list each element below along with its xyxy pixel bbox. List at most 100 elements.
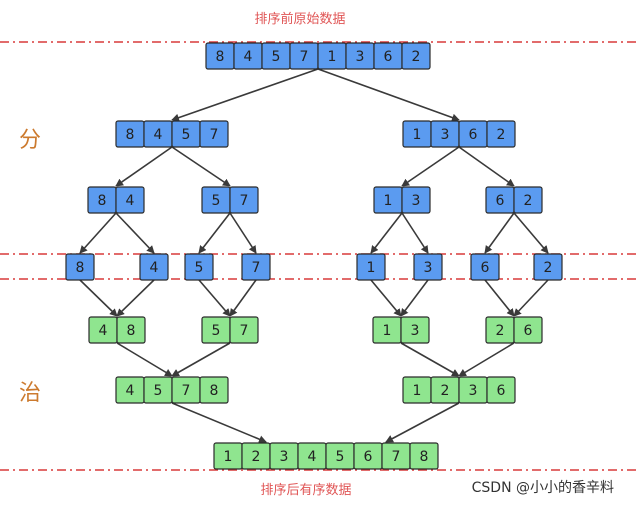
number-cell: 2 (485, 316, 515, 344)
number-cell-value: 6 (524, 323, 533, 339)
number-cell: 3 (413, 253, 443, 281)
number-cell: 6 (373, 42, 403, 70)
number-cell: 6 (486, 376, 516, 404)
flow-arrow (171, 402, 267, 444)
number-cell-box (401, 186, 431, 214)
number-cell: 3 (458, 376, 488, 404)
number-cell-value: 5 (272, 49, 281, 65)
number-cell: 2 (430, 376, 460, 404)
number-cell-value: 6 (481, 260, 490, 276)
number-cell-box (486, 120, 516, 148)
number-cell: 1 (402, 376, 432, 404)
flow-arrow (115, 146, 173, 187)
number-cell-box (115, 186, 145, 214)
number-cell: 1 (402, 120, 432, 148)
number-cell-value: 5 (212, 323, 221, 339)
flow-arrow (400, 279, 429, 317)
flow-arrow (401, 146, 460, 187)
number-cell-value: 3 (424, 260, 433, 276)
number-cell: 4 (233, 42, 263, 70)
number-cell-value: 4 (126, 193, 135, 209)
number-cell-value: 3 (441, 127, 450, 143)
number-cell-value: 3 (412, 193, 421, 209)
number-cell-value: 4 (99, 323, 108, 339)
number-cell-value: 8 (210, 383, 219, 399)
number-cell-value: 5 (336, 449, 345, 465)
number-cell-value: 2 (524, 193, 533, 209)
number-cell-box (199, 376, 229, 404)
number-cell-value: 8 (420, 449, 429, 465)
number-cell: 8 (409, 442, 439, 470)
number-cell-value: 7 (240, 193, 249, 209)
number-cell-box (413, 253, 443, 281)
number-cell-value: 2 (412, 49, 421, 65)
number-cell: 6 (353, 442, 383, 470)
number-cell-box (229, 316, 259, 344)
number-cell-box (400, 316, 430, 344)
number-cell-value: 8 (76, 260, 85, 276)
number-cell-value: 8 (127, 323, 136, 339)
flow-arrow (198, 279, 231, 317)
number-cell-box (513, 316, 543, 344)
flow-arrow (513, 212, 549, 254)
number-cell-box (116, 316, 146, 344)
number-cell-value: 3 (469, 383, 478, 399)
number-cell-value: 6 (364, 449, 373, 465)
flow-arrow (79, 212, 117, 254)
number-cell-value: 7 (182, 383, 191, 399)
number-cell: 1 (372, 316, 402, 344)
number-cell-box (470, 253, 500, 281)
flow-arrow (484, 279, 515, 317)
flow-arrow (458, 342, 515, 377)
flow-arrow (385, 402, 460, 443)
number-cell-value: 7 (210, 127, 219, 143)
flow-arrow (484, 212, 515, 254)
number-cell: 1 (213, 442, 243, 470)
flow-arrow (116, 342, 173, 377)
number-cell-value: 2 (441, 383, 450, 399)
number-cell: 5 (261, 42, 291, 70)
number-cell: 4 (88, 316, 118, 344)
flow-arrow (229, 279, 257, 317)
number-cell: 8 (115, 120, 145, 148)
number-cell-value: 1 (413, 127, 422, 143)
number-cell-value: 6 (497, 383, 506, 399)
number-cell-value: 8 (216, 49, 225, 65)
number-cell: 5 (325, 442, 355, 470)
arrows-layer (79, 68, 549, 444)
number-cell-value: 5 (182, 127, 191, 143)
number-cell-value: 1 (383, 323, 392, 339)
number-cell-box (184, 253, 214, 281)
flow-arrow (115, 212, 155, 254)
conquer-label: 治 (19, 381, 41, 406)
flow-arrow (79, 279, 118, 317)
number-cell-value: 3 (280, 449, 289, 465)
number-cell-value: 1 (384, 193, 393, 209)
number-cell-box (199, 120, 229, 148)
number-cell-value: 1 (367, 260, 376, 276)
number-cell-value: 6 (469, 127, 478, 143)
number-cell-value: 5 (212, 193, 221, 209)
top-title: 排序前原始数据 (254, 11, 345, 27)
number-cell: 7 (229, 186, 259, 214)
number-cell-value: 8 (126, 127, 135, 143)
number-cell: 4 (143, 120, 173, 148)
number-cell: 3 (345, 42, 375, 70)
number-cell: 3 (400, 316, 430, 344)
number-cell: 3 (401, 186, 431, 214)
number-cell-value: 1 (328, 49, 337, 65)
divide-label: 分 (19, 128, 41, 153)
number-cell: 7 (241, 253, 271, 281)
number-cell: 5 (184, 253, 214, 281)
number-cell: 5 (143, 376, 173, 404)
number-cell: 7 (199, 120, 229, 148)
number-cell: 4 (115, 376, 145, 404)
number-cell: 8 (205, 42, 235, 70)
number-cell-value: 2 (252, 449, 261, 465)
number-cell: 2 (486, 120, 516, 148)
number-cell: 3 (269, 442, 299, 470)
flow-arrow (370, 212, 403, 254)
number-cell: 2 (241, 442, 271, 470)
number-cell: 1 (317, 42, 347, 70)
